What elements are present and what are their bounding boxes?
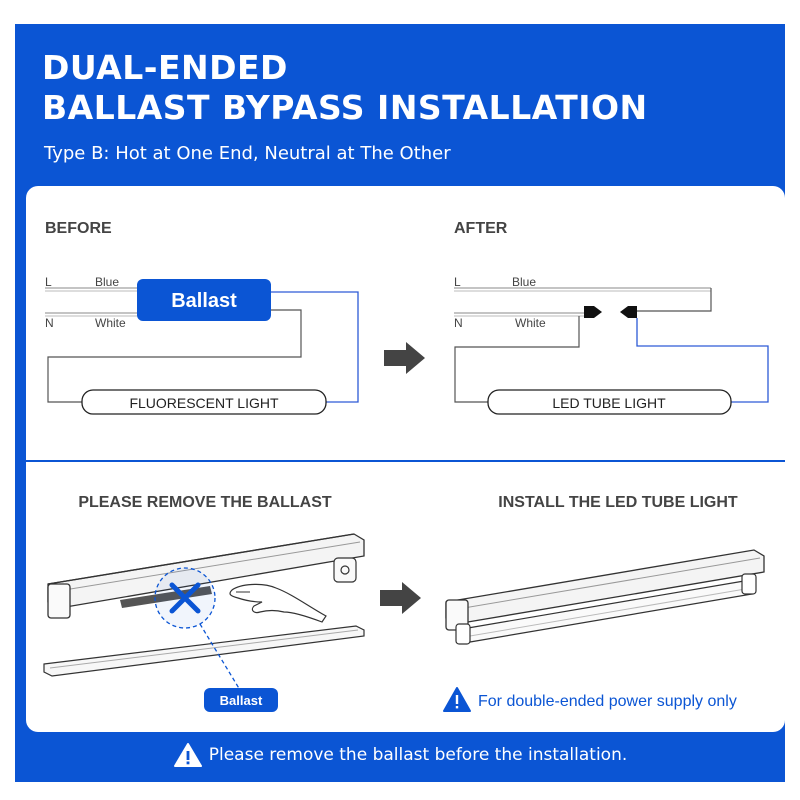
before-wire-blue-out xyxy=(270,291,359,403)
before-wire-gray-out xyxy=(47,309,302,403)
before-n-label: N xyxy=(45,316,54,330)
footer-warning: Please remove the ballast before the ins… xyxy=(0,738,800,772)
after-wire-gray-out xyxy=(454,316,580,403)
arrow-right-icon xyxy=(384,342,425,374)
ballast-tag-label: Ballast xyxy=(220,693,263,708)
install-led-heading: INSTALL THE LED TUBE LIGHT xyxy=(498,494,738,511)
warning-icon xyxy=(443,687,471,712)
fixture-cover xyxy=(43,625,365,677)
footer-warning-text: Please remove the ballast before the ins… xyxy=(208,745,628,765)
ballast-callout-line xyxy=(199,623,241,691)
diagram-card xyxy=(26,186,785,732)
arrow-right-icon xyxy=(380,582,421,614)
led-tube-light xyxy=(487,389,732,415)
after-n-label: N xyxy=(454,316,463,330)
ballast-tag xyxy=(204,688,278,712)
fixture-installed-illustration xyxy=(445,549,765,645)
hand-icon xyxy=(229,583,327,623)
ballast-box xyxy=(137,279,271,321)
after-wire-blue-out xyxy=(636,318,769,403)
fixture-open-illustration xyxy=(43,533,365,677)
after-heading: AFTER xyxy=(454,220,508,237)
before-l-color-label: Blue xyxy=(95,275,119,289)
wire-connector-left xyxy=(584,306,602,318)
remove-x-icon xyxy=(169,582,201,614)
before-n-color-label: White xyxy=(95,316,126,330)
after-n-color-label: White xyxy=(515,316,546,330)
wire-connector-right xyxy=(620,306,637,318)
after-l-label: L xyxy=(454,275,461,289)
after-wiring xyxy=(454,287,769,403)
fluorescent-light-tube xyxy=(81,389,327,415)
page-subtitle: Type B: Hot at One End, Neutral at The O… xyxy=(44,143,451,164)
before-l-label: L xyxy=(45,275,52,289)
ballast-label: Ballast xyxy=(171,290,237,312)
double-ended-note: For double-ended power supply only xyxy=(478,693,737,710)
warning-icon xyxy=(173,743,202,767)
after-l-color-label: Blue xyxy=(512,275,536,289)
page-title-line2: BALLAST BYPASS INSTALLATION xyxy=(42,88,648,127)
before-heading: BEFORE xyxy=(45,220,112,237)
led-tube-light-label: LED TUBE LIGHT xyxy=(552,395,666,411)
fluorescent-light-label: FLUORESCENT LIGHT xyxy=(129,395,279,411)
remove-ballast-heading: PLEASE REMOVE THE BALLAST xyxy=(78,494,332,511)
before-wiring xyxy=(45,287,359,403)
page-title-line1: DUAL-ENDED xyxy=(42,48,288,87)
